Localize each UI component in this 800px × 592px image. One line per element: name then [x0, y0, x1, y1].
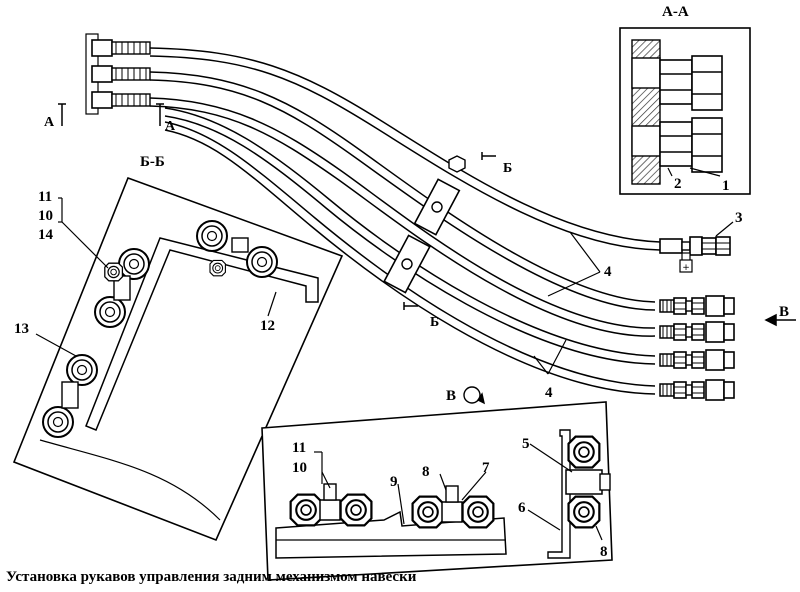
right-fittings: + — [659, 236, 735, 401]
callout-8-v-left: 8 — [422, 464, 430, 480]
callout-2: 2 — [674, 176, 682, 192]
section-mark-b — [403, 152, 496, 310]
callout-4-lower: 4 — [545, 385, 553, 401]
leaders-main — [533, 221, 734, 375]
hose-clamp-lower — [383, 234, 431, 294]
view-b-title: В — [446, 388, 456, 404]
leaders-bb — [35, 197, 277, 357]
callout-9: 9 — [390, 474, 398, 490]
callout-10-v: 10 — [292, 460, 307, 476]
cut-label-b-top: Б — [503, 161, 512, 176]
callout-7: 7 — [482, 460, 490, 476]
section-bb-title: Б-Б — [140, 154, 165, 170]
left-fittings — [85, 33, 151, 115]
callout-3: 3 — [735, 210, 743, 226]
callout-1: 1 — [722, 178, 730, 194]
callout-11-bb: 11 — [38, 189, 52, 205]
callout-13: 13 — [14, 321, 29, 337]
callout-12: 12 — [260, 318, 275, 334]
view-b-label: В — [779, 304, 789, 320]
view-b-arrow — [764, 313, 796, 327]
cut-label-a-right: А — [165, 119, 176, 134]
hose-bundle — [149, 47, 661, 395]
cut-label-b-bottom: Б — [430, 315, 439, 330]
view-b-panel — [261, 401, 613, 581]
callout-5: 5 — [522, 436, 530, 452]
cut-label-a-left: А — [44, 115, 55, 130]
callout-10-bb: 10 — [38, 208, 53, 224]
section-aa-view — [619, 27, 751, 195]
drawing-caption: Установка рукавов управления задним меха… — [6, 569, 417, 585]
callout-11-v: 11 — [292, 440, 306, 456]
section-aa-title: А-А — [662, 4, 689, 20]
section-bb-view — [12, 176, 344, 542]
callout-6: 6 — [518, 500, 526, 516]
callout-8-v-right: 8 — [600, 544, 608, 560]
section-mark-a — [58, 103, 164, 126]
callout-4-upper: 4 — [604, 264, 612, 280]
callout-14: 14 — [38, 227, 54, 243]
hose-clamp-upper — [413, 155, 466, 236]
view-b-rotate-icon — [463, 386, 486, 405]
leaders-view-b — [314, 443, 603, 541]
svg-text:+: + — [682, 263, 690, 273]
